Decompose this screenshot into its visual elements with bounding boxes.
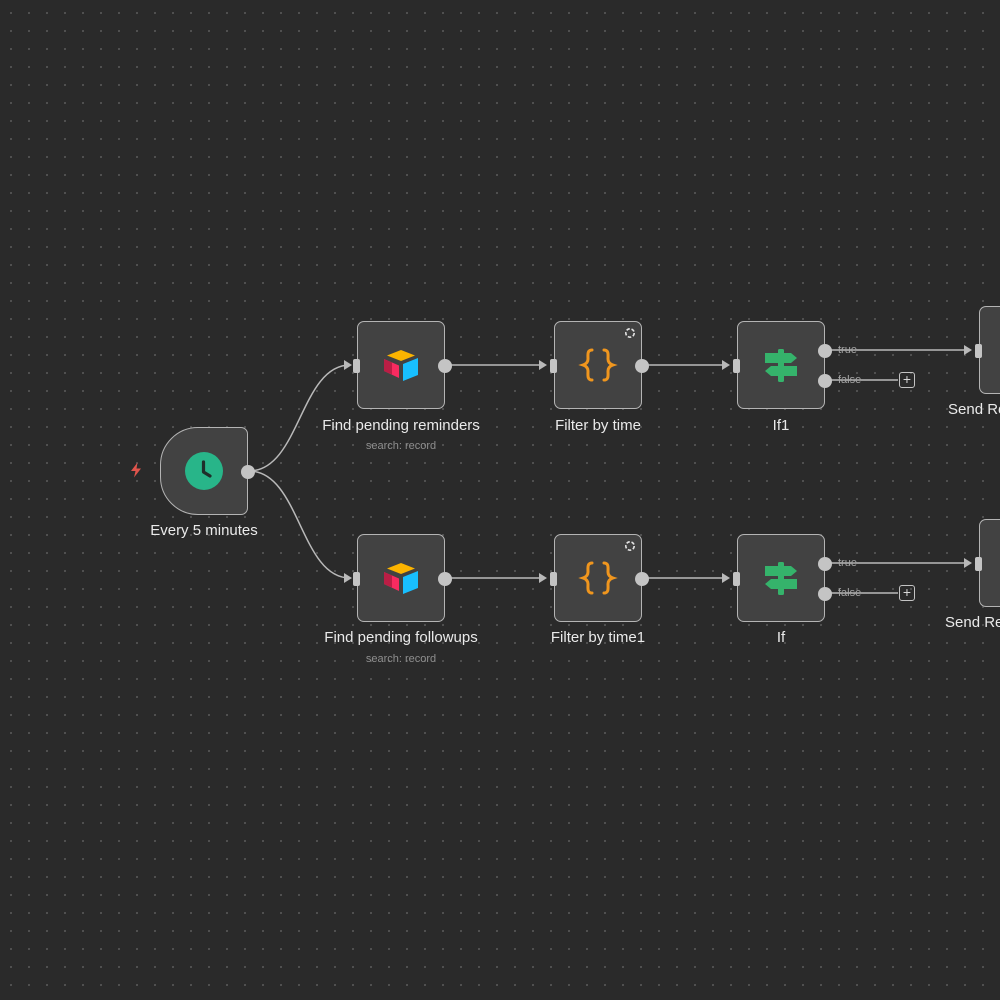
- output-handle[interactable]: [241, 465, 255, 479]
- output-handle[interactable]: [438, 572, 452, 586]
- signpost-icon: [765, 349, 797, 382]
- airtable-icon: [384, 563, 418, 594]
- curly-braces-icon: [578, 561, 618, 595]
- airtable-icon: [384, 350, 418, 381]
- node-label-if: If: [776, 629, 786, 646]
- curly-braces-icon: [578, 348, 618, 382]
- input-handle[interactable]: [975, 557, 982, 571]
- output-handle[interactable]: [635, 359, 649, 373]
- input-handle[interactable]: [353, 572, 360, 586]
- node-label-filter-by-time: Filter by time: [555, 417, 641, 434]
- arrow-head: [344, 573, 352, 583]
- true-branch-label: true: [838, 557, 857, 569]
- false-branch-label: false: [838, 374, 862, 386]
- node-label-every-5-minutes: Every 5 minutes: [150, 522, 258, 539]
- arrow-head: [539, 573, 547, 583]
- input-handle[interactable]: [733, 572, 740, 586]
- node-label-find-pending-reminders: Find pending reminders: [322, 417, 480, 434]
- node-if[interactable]: [733, 534, 832, 622]
- clock-icon: [185, 452, 223, 490]
- status-indicator-icon: [625, 541, 635, 551]
- arrow-head: [964, 345, 972, 355]
- input-handle[interactable]: [550, 359, 557, 373]
- node-label-filter-by-time1: Filter by time1: [550, 629, 646, 646]
- true-branch-label: true: [838, 344, 857, 356]
- node-every-5-minutes[interactable]: [160, 427, 255, 515]
- output-handle[interactable]: [635, 572, 649, 586]
- arrow-head: [722, 573, 730, 583]
- node-filter-by-time1[interactable]: [550, 534, 649, 622]
- add-node-button[interactable]: +: [899, 372, 915, 388]
- node-subtitle: search: record: [365, 440, 437, 452]
- node-label-send-followup: Send Re: [945, 614, 1000, 631]
- true-output-handle[interactable]: [818, 557, 832, 571]
- node-label-if1: If1: [772, 417, 790, 434]
- node-send-followup[interactable]: [975, 519, 1000, 607]
- true-output-handle[interactable]: [818, 344, 832, 358]
- arrow-head: [964, 558, 972, 568]
- false-output-handle[interactable]: [818, 587, 832, 601]
- input-handle[interactable]: [975, 344, 982, 358]
- input-handle[interactable]: [353, 359, 360, 373]
- status-indicator-icon: [625, 328, 635, 338]
- node-find-pending-followups[interactable]: [353, 534, 452, 622]
- arrow-head: [344, 360, 352, 370]
- add-node-button[interactable]: +: [899, 585, 915, 601]
- connection-trigger-to-find-followups[interactable]: [248, 470, 351, 579]
- false-branch-label: false: [838, 587, 862, 599]
- node-label-find-pending-followups: Find pending followups: [324, 629, 478, 646]
- node-if1[interactable]: [733, 321, 832, 409]
- lightning-bolt-icon: [131, 462, 141, 478]
- output-handle[interactable]: [438, 359, 452, 373]
- node-subtitle: search: record: [365, 653, 437, 665]
- input-handle[interactable]: [550, 572, 557, 586]
- signpost-icon: [765, 562, 797, 595]
- input-handle[interactable]: [733, 359, 740, 373]
- node-filter-by-time[interactable]: [550, 321, 649, 409]
- arrow-head: [539, 360, 547, 370]
- node-send-reminder[interactable]: [975, 306, 1000, 394]
- arrow-head: [722, 360, 730, 370]
- node-label-send-reminder: Send Re: [948, 401, 1000, 418]
- false-output-handle[interactable]: [818, 374, 832, 388]
- node-find-pending-reminders[interactable]: [353, 321, 452, 409]
- connection-trigger-to-find-reminders[interactable]: [248, 364, 351, 472]
